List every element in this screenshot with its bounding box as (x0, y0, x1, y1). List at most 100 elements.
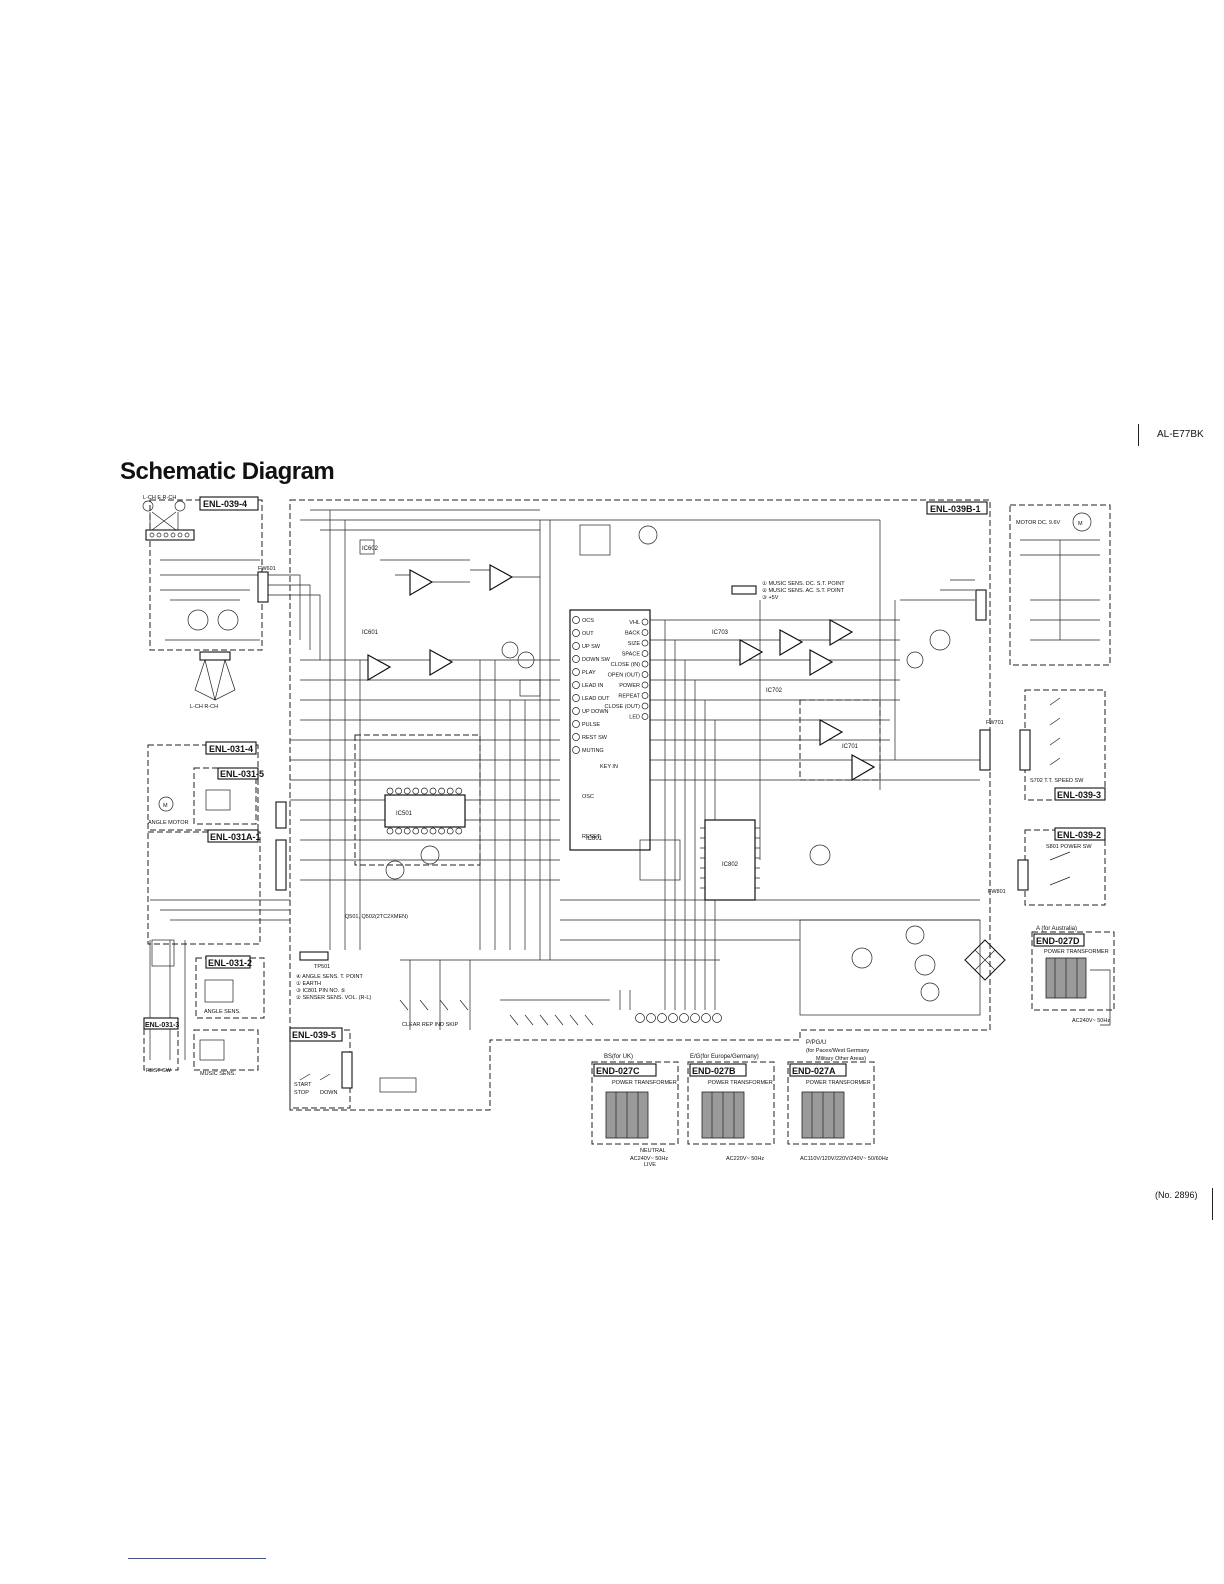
ic802-pins (700, 827, 760, 889)
board-tag-enl039b1 (926, 501, 988, 515)
ic501-pin (438, 787, 445, 795)
ic801-pin (572, 720, 580, 728)
pickup-cartridge (194, 658, 236, 701)
board-outline-enl0313 (143, 1019, 179, 1071)
ic801-pin-label: OUT (582, 631, 594, 637)
bridge-rectifier (964, 939, 1006, 981)
main-board-outline (289, 499, 991, 1111)
model-number: AL-E77BK (1138, 424, 1224, 446)
svg-text:AC110V/120V/220V/240V~ 50/60Hz: AC110V/120V/220V/240V~ 50/60Hz (800, 1156, 889, 1162)
ic801-pin-label: REST SW (582, 735, 608, 741)
ic801-pin (572, 707, 580, 715)
power-switch-label: S801 POWER SW (1046, 844, 1092, 850)
bs-label: BS(for UK) (604, 1054, 633, 1060)
svg-text:M: M (163, 803, 168, 809)
ic501-pin (446, 787, 454, 795)
ic801-pin-label: MUTING (582, 748, 604, 754)
board-tag-enl0394 (199, 496, 259, 511)
ic801-pin-right-label: CLOSE (IN) (611, 662, 641, 668)
ic501-pin (412, 787, 420, 795)
pgu-sub2: Military Other Areas) (816, 1056, 866, 1062)
connector-fw503 (341, 1051, 353, 1089)
ic702-label: IC702 (766, 688, 783, 694)
ic501-pin (429, 787, 437, 795)
transistor-q701 (929, 629, 951, 651)
ic801-pin-right-label: SPACE (622, 652, 641, 658)
ic501-pin (403, 787, 411, 795)
ic801-pin-label: OCS (582, 618, 594, 624)
pgu-label: P/PG/U (806, 1040, 826, 1046)
power-supply-area (799, 919, 981, 1016)
connector-fw601-left (257, 571, 269, 603)
transformer-label-d: POWER TRANSFORMER (1044, 949, 1109, 955)
svg-text:POWER TRANSFORMER: POWER TRANSFORMER (612, 1080, 677, 1086)
ic501-pins (386, 787, 463, 835)
angle-motor-label: ANGLE MOTOR (148, 820, 189, 826)
ic703-label: IC703 (712, 630, 729, 636)
transformer-option-b: END-027B POWER TRANSFORMER AC220V~ 50Hz (687, 1061, 775, 1162)
ic501-area (354, 734, 481, 866)
svg-text:AC220V~ 50Hz: AC220V~ 50Hz (726, 1156, 764, 1162)
opamp-ic703b (779, 628, 804, 657)
tp501-label: TP501 (314, 964, 330, 970)
ic801-pin (572, 655, 580, 663)
board-label-end027c: END-027C (596, 1066, 640, 1076)
ic501-pin (455, 827, 463, 835)
ic801-pin-label: PLAY (582, 670, 596, 676)
ic801-pin-right-label: CLOSE (OUT) (605, 704, 641, 710)
ic801-pin-label: LEAD IN (582, 683, 603, 689)
legend-music-dc: ① MUSIC SENS. DC. S.T. POINT (762, 580, 845, 587)
transistor-q502 (420, 845, 440, 865)
start-stop-switches (299, 1073, 331, 1081)
ic801-pin-right (641, 618, 649, 626)
board-label-end027d: END-027D (1036, 936, 1080, 946)
ic801-pin-right (641, 660, 649, 668)
opamp-ic701a (819, 718, 844, 747)
tp501-connector (299, 951, 329, 961)
ac-lead-d (1090, 969, 1111, 1026)
music-sens-label: MUSIC SENS. (200, 1071, 236, 1077)
transistor-q902 (638, 525, 658, 545)
led-indicator (679, 1013, 689, 1023)
legend-ic801pin: ③ IC801 PIN NO. ⑤ (296, 987, 346, 994)
jack-r (174, 500, 186, 512)
connector-fw801-label: FW801 (988, 889, 1006, 895)
legend-earth: ① EARTH (296, 980, 321, 987)
transistor-q501 (385, 860, 405, 880)
board-tag-enl0314 (205, 741, 257, 755)
transformer-option-a: END-027A POWER TRANSFORMER AC110V/120V/2… (787, 1061, 889, 1162)
led-indicator (646, 1013, 656, 1023)
ic501-pin (455, 787, 463, 795)
ic801-pin (572, 629, 580, 637)
power-switch (1049, 851, 1071, 886)
angle-motor-icon (158, 796, 174, 812)
pgu-sub1: (for Pacex/West Germany (806, 1048, 869, 1054)
connector-fw601-label: FW601 (258, 566, 276, 572)
resistor-block-602 (359, 539, 375, 555)
ic801-keyin: KEY IN (600, 764, 618, 770)
transistor-q602 (217, 609, 239, 631)
board-tag-enl0312 (205, 955, 251, 969)
connector-fw703 (1019, 729, 1031, 771)
page-title: Schematic Diagram (120, 458, 335, 485)
board-tag-enl0315 (217, 767, 259, 780)
switch-s916-s915 (379, 1077, 417, 1093)
legend-angle: ④ ANGLE SENS. T. POINT (296, 973, 364, 980)
ic801-pin-right (641, 629, 649, 636)
output-label: L-CH R-CH (190, 704, 218, 710)
board-outline-enl0395 (289, 1029, 351, 1109)
ic801-pin-right-label: REPEAT (618, 694, 640, 700)
ic801-pin-right (641, 671, 649, 678)
transistor-q601 (187, 609, 209, 631)
ic801-pin (572, 616, 580, 624)
ic801-pin-label: UP SW (582, 644, 601, 650)
motor-board-outline (1009, 504, 1111, 666)
ic501-pin (386, 787, 394, 795)
board-tag-end027d (1033, 933, 1085, 947)
board-label-enl0314: ENL-031-4 (209, 744, 253, 754)
transistor-q603 (517, 651, 535, 669)
led-indicator (657, 1013, 667, 1023)
ic801-pin-label: DOWN SW (582, 657, 611, 663)
